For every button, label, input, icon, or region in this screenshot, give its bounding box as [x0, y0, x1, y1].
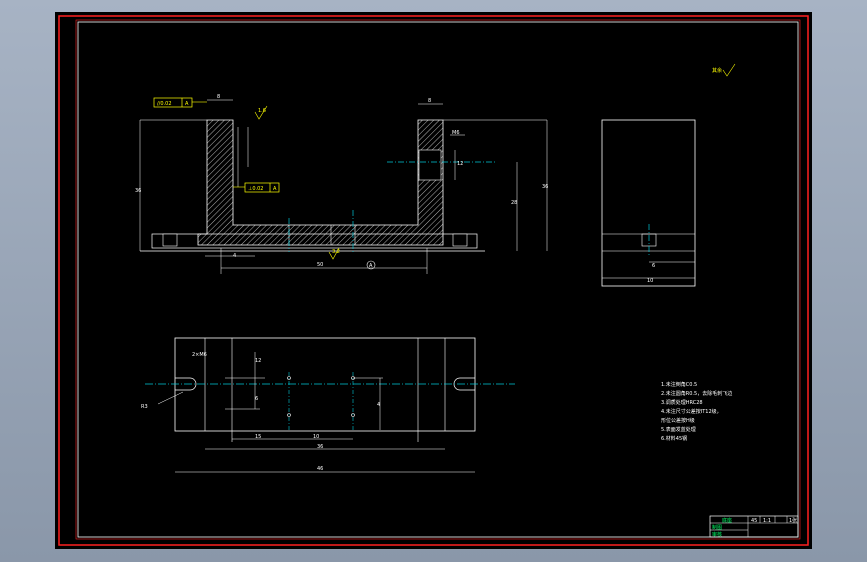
tb-name: 底座	[722, 517, 732, 524]
roughness-symbol-corner	[722, 63, 736, 77]
plan-pitch-label: 6	[255, 396, 258, 402]
base-slot-right	[452, 233, 468, 247]
roughness-bottom-text: 3.2	[332, 249, 340, 255]
inner-border	[77, 21, 799, 538]
geometric-tolerances: //0.02 A ⊥0.02 A 1.6 3.2 A 其余	[153, 63, 736, 270]
note-3: 3.调质处理HRC28	[661, 399, 703, 406]
plan-leader	[157, 391, 184, 405]
dim-overall-height-text: 36	[135, 188, 141, 194]
note-4: 4.未注尺寸公差按IT12级，	[661, 408, 722, 415]
side-hole	[418, 149, 442, 181]
note-7: 6.材料45钢	[661, 435, 687, 442]
dim-base-length-text: 50	[317, 262, 323, 268]
plan-slot-label: R3	[141, 404, 148, 410]
plan-hole-4	[351, 413, 355, 417]
plan-outline	[174, 337, 476, 432]
dim-top-left-text: 8	[217, 94, 220, 100]
tb-sheet: 1张	[789, 517, 797, 524]
dim-slot-height-text: 12	[457, 161, 463, 167]
tol-frame-parallel	[153, 97, 193, 108]
note-1: 1.未注倒角C0.5	[661, 381, 697, 388]
drawing-sheet: //0.02 A ⊥0.02 A 1.6 3.2 A 其余 8 8 36 36 …	[55, 12, 812, 549]
plan-inner: 36	[317, 444, 323, 450]
plan-offset-label: 4	[377, 402, 380, 408]
title-block: 底座 45 1:1 1张 制图 审核	[709, 515, 799, 538]
tol-parallel-datum: A	[185, 101, 189, 107]
inner-border-red	[75, 19, 801, 540]
dimension-texts: 8 8 36 36 28 12 50 4 M6 6 10	[135, 94, 655, 284]
base-slot-left	[162, 233, 178, 247]
dim-hole-text: M6	[452, 130, 460, 136]
roughness-top-text: 1.6	[258, 108, 266, 114]
outer-border	[58, 15, 809, 546]
plan-hole-3	[287, 413, 291, 417]
plan-slot-left	[175, 377, 197, 391]
tol-perp-text: ⊥0.02	[248, 186, 264, 192]
dim-side-hole-text: 6	[652, 263, 655, 269]
side-view	[601, 119, 696, 287]
plan-view: 15 10 36 46 2×M6 R3 12 6 4	[141, 337, 515, 473]
tb-drawn: 制图	[712, 524, 722, 531]
title-block-frame	[709, 515, 799, 538]
note-6: 5.表面发蓝处理	[661, 426, 696, 433]
plan-holes-label: 2×M6	[192, 352, 207, 358]
dim-side-width-text: 10	[647, 278, 653, 284]
tol-perp-datum: A	[273, 186, 277, 192]
tol-frame-perp	[244, 182, 280, 193]
plan-span-left: 15	[255, 434, 261, 440]
plan-overall: 46	[317, 466, 323, 472]
tb-material: 45	[751, 518, 757, 524]
section-hatch	[197, 119, 444, 246]
dim-right-height-text: 36	[542, 184, 548, 190]
datum-circle	[366, 260, 376, 270]
base-flange	[151, 233, 478, 249]
dim-inner-height-text: 28	[511, 200, 517, 206]
note-2: 2.未注圆角R0.5，去除毛刺飞边	[661, 390, 732, 397]
tol-parallel-text: //0.02	[157, 101, 172, 107]
roughness-symbol-bottom	[328, 247, 340, 260]
side-outline	[601, 119, 696, 287]
note-5: 形位公差按H级	[661, 417, 695, 424]
roughness-symbol-top	[254, 105, 268, 120]
plan-height-label: 12	[255, 358, 261, 364]
dim-top-right-text: 8	[428, 98, 431, 104]
front-section-view	[139, 99, 548, 274]
tb-check: 审核	[712, 531, 722, 538]
plan-span-mid: 10	[313, 434, 319, 440]
plan-hole-1	[287, 376, 291, 380]
roughness-corner-text: 其余	[712, 67, 722, 74]
technical-notes: 1.未注倒角C0.5 2.未注圆角R0.5，去除毛刺飞边 3.调质处理HRC28…	[661, 381, 732, 442]
datum-label: A	[369, 263, 373, 269]
tb-scale: 1:1	[763, 518, 771, 524]
dim-thickness-text: 4	[233, 253, 236, 259]
cad-drawing: //0.02 A ⊥0.02 A 1.6 3.2 A 其余 8 8 36 36 …	[58, 15, 809, 546]
